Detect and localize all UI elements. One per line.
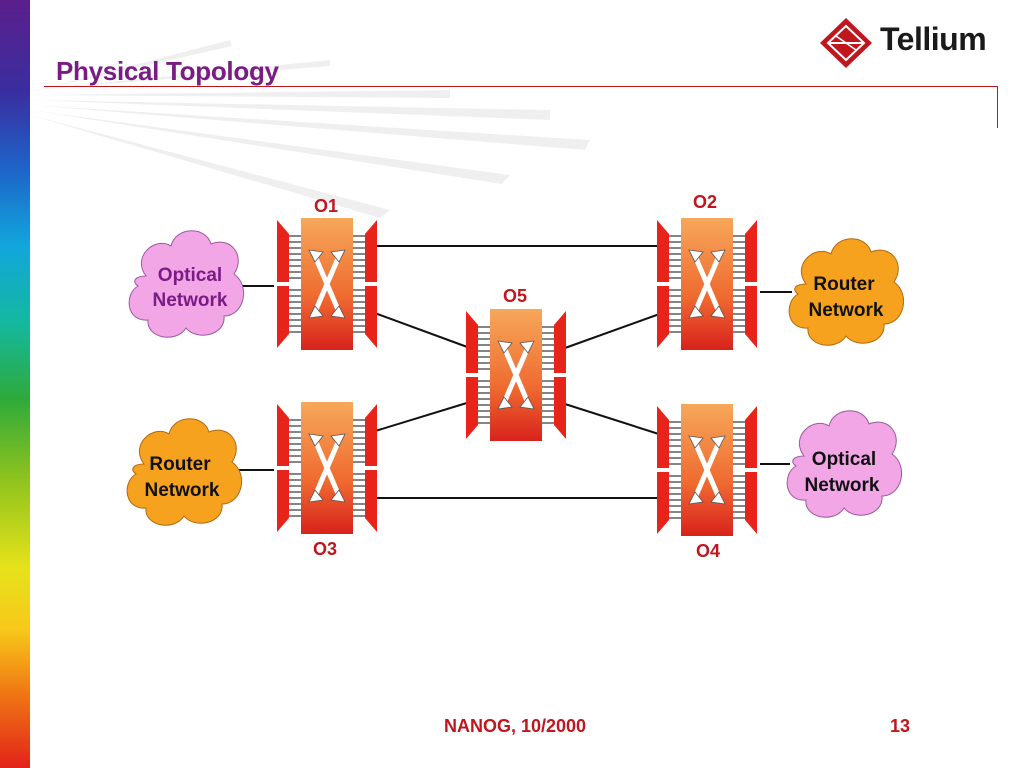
title-divider xyxy=(44,86,998,87)
cloud-label-line1: Router xyxy=(813,274,875,295)
cloud-label-line2: Network xyxy=(805,475,880,496)
decorative-rays xyxy=(30,40,590,218)
switch-label-o4: O4 xyxy=(696,541,720,561)
cloud-router-network-left: Router Network xyxy=(126,418,243,526)
cloud-label-line1: Optical xyxy=(158,265,222,286)
switch-label-o3: O3 xyxy=(313,539,337,559)
tellium-diamond-icon xyxy=(820,18,872,68)
cloud-optical-network-left: Optical Network xyxy=(128,230,245,338)
tellium-logo: Tellium xyxy=(818,16,1008,70)
switch-o3 xyxy=(277,402,377,534)
footer-text: NANOG, 10/2000 xyxy=(444,716,587,736)
rainbow-sidebar xyxy=(0,0,30,768)
cloud-router-network-right: Router Network xyxy=(788,238,905,346)
page-number: 13 xyxy=(890,716,911,736)
switch-o5 xyxy=(466,309,566,441)
switch-o2 xyxy=(657,218,757,350)
switch-label-o1: O1 xyxy=(314,196,338,216)
link-o1-o5 xyxy=(371,311,471,349)
slide-title: Physical Topology xyxy=(56,56,279,86)
logo-text: Tellium xyxy=(880,21,987,57)
cloud-label-line2: Network xyxy=(153,290,228,311)
switch-o4 xyxy=(657,404,757,536)
cloud-optical-network-right: Optical Network xyxy=(786,410,903,518)
cloud-label-line1: Optical xyxy=(812,449,876,470)
cloud-label-line2: Network xyxy=(809,300,884,321)
links xyxy=(236,245,792,499)
switch-label-o5: O5 xyxy=(503,286,527,306)
link-o2-o5 xyxy=(564,311,666,349)
cloud-label-line1: Router xyxy=(149,454,211,475)
title-divider-end xyxy=(997,86,998,128)
switch-o1 xyxy=(277,218,377,350)
switch-label-o2: O2 xyxy=(693,192,717,212)
link-o4-o5 xyxy=(564,403,666,437)
cloud-label-line2: Network xyxy=(145,480,220,501)
link-o3-o5 xyxy=(371,401,471,433)
